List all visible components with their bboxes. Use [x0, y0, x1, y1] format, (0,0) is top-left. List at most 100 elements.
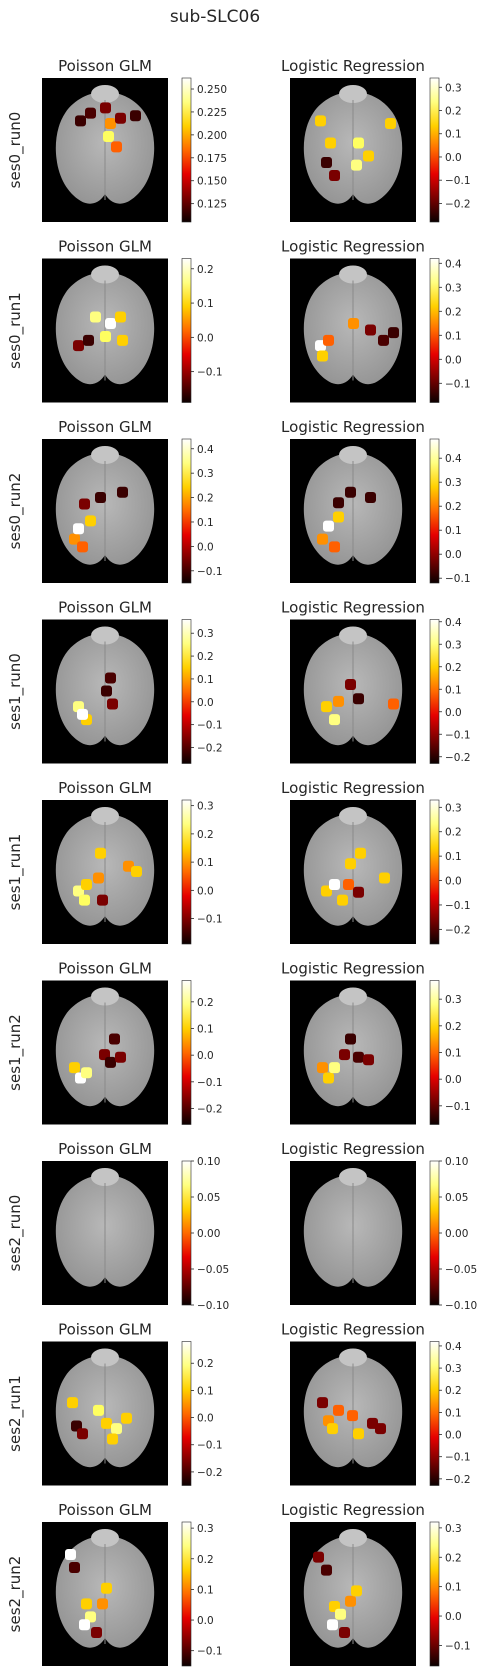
parcel [353, 1428, 364, 1440]
parcel [329, 1062, 340, 1074]
colorbar-tick-label: 0.3 [445, 994, 462, 1006]
parcel [77, 541, 88, 553]
parcel [67, 1397, 78, 1409]
colorbar-tick-label: 0.2 [445, 662, 462, 674]
colorbar-tick-label: −0.1 [445, 1101, 471, 1113]
colorbar-tick-label: −0.05 [197, 1264, 229, 1276]
parcel [323, 334, 334, 346]
parcel [111, 141, 122, 153]
parcel [323, 1072, 334, 1084]
parcel [95, 847, 106, 859]
colorbar-tick-label: 0.2 [445, 501, 462, 513]
colorbar-tick-label: −0.10 [197, 1300, 229, 1312]
colorbar-tick-label: 0.3 [445, 1363, 462, 1375]
colorbar-tick-label: −0.1 [445, 1640, 471, 1652]
colorbar [429, 799, 440, 945]
parcel [83, 334, 94, 346]
parcel [327, 1619, 338, 1631]
parcel [321, 1564, 332, 1576]
colorbar-tick-label: 0.0 [445, 1430, 462, 1442]
colorbar-tick-label: −0.2 [197, 1104, 223, 1116]
parcel [365, 492, 376, 503]
colorbar-tick-label: 0.2 [445, 827, 462, 839]
parcel [105, 318, 116, 329]
colorbar-tick-label: 0.1 [197, 1385, 214, 1397]
parcel [365, 324, 376, 336]
parcel [131, 866, 142, 877]
colorbar-tick-label: −0.2 [445, 752, 471, 764]
parcel [347, 1410, 358, 1422]
parcel [353, 137, 364, 149]
parcel [79, 1619, 90, 1631]
colorbar-tick-label: 0.4 [445, 453, 462, 465]
parcel [313, 1551, 324, 1563]
parcel [103, 131, 114, 142]
parcel [77, 1428, 88, 1440]
olfactory-bulb [91, 446, 119, 464]
colorbar-tick-label: 0.0 [445, 876, 462, 888]
panel-title: Logistic Regression [281, 238, 425, 256]
parcel [81, 1598, 92, 1610]
colorbar [429, 619, 440, 764]
parcel [378, 334, 389, 346]
colorbar-tick-label: 0.3 [445, 1523, 462, 1535]
parcel [337, 894, 348, 906]
parcel [69, 1062, 80, 1074]
parcel [345, 486, 356, 498]
panel-title: Poisson GLM [58, 1321, 152, 1339]
colorbar-tick-label: 0.1 [445, 1582, 462, 1594]
colorbar-tick-label: 0.3 [445, 639, 462, 651]
colorbar-tick-label: −0.10 [445, 1300, 477, 1312]
parcel [335, 1608, 346, 1620]
parcel [345, 858, 356, 870]
colorbar-tick-label: −0.1 [445, 378, 471, 390]
colorbar-tick-label: 0.0 [197, 332, 214, 344]
parcel [75, 115, 86, 127]
colorbar-tick-label: −0.1 [445, 175, 471, 187]
parcel [115, 311, 126, 323]
parcel [91, 1627, 102, 1638]
parcel [379, 872, 390, 884]
colorbar-tick-label: 0.2 [197, 1358, 214, 1370]
parcel [81, 1067, 92, 1079]
colorbar-tick-label: 0.3 [445, 82, 462, 94]
parcel [345, 1033, 356, 1045]
parcel [353, 1051, 364, 1063]
parcel [101, 1417, 112, 1429]
colorbar-tick-label: −0.1 [445, 900, 471, 912]
row-label: ses0_run0 [6, 112, 25, 189]
parcel [79, 894, 90, 906]
colorbar-tick-label: 0.150 [197, 176, 227, 188]
olfactory-bulb [91, 265, 119, 284]
olfactory-bulb [91, 1168, 119, 1186]
olfactory-bulb [339, 1348, 367, 1367]
colorbar-tick-label: −0.1 [197, 367, 223, 379]
colorbar-tick-label: 0.3 [445, 477, 462, 489]
colorbar-tick-label: −0.2 [197, 1467, 223, 1479]
colorbar [181, 1521, 192, 1667]
colorbar-tick-label: 0.3 [197, 801, 214, 813]
colorbar-tick-label: 0.1 [197, 674, 214, 686]
row-label: ses2_run0 [6, 1195, 25, 1272]
logistic-regression-panel: Logistic Regression0.100.050.00−0.05−0.1… [281, 1140, 477, 1312]
colorbar-tick-label: 0.2 [197, 1554, 214, 1566]
colorbar-tick-label: 0.05 [445, 1192, 468, 1204]
parcel [79, 498, 90, 510]
colorbar-tick-label: −0.1 [445, 573, 471, 585]
colorbar-tick-label: 0.0 [197, 1413, 214, 1425]
colorbar-tick-label: 0.2 [445, 306, 462, 318]
parcel [355, 847, 366, 859]
colorbar-tick-label: −0.1 [197, 566, 223, 578]
parcel [329, 541, 340, 553]
olfactory-bulb [339, 265, 367, 284]
olfactory-bulb [91, 1529, 119, 1547]
colorbar-tick-label: 0.2 [197, 651, 214, 663]
